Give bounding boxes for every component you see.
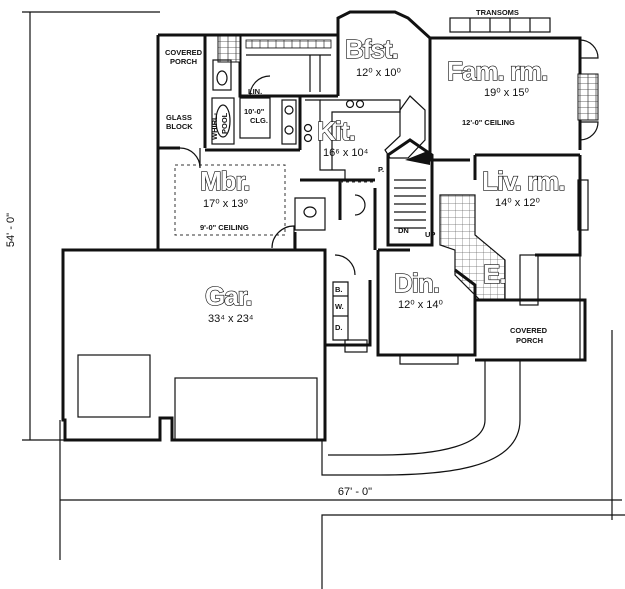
d-label: D. (335, 323, 343, 332)
ceiling-10-label-1: 10'-0" (244, 107, 265, 116)
whirlpool-label-1: WHIRL- (210, 112, 219, 140)
width-dimension: 67' - 0" (338, 486, 372, 498)
kit-size: 16⁶ x 10⁴ (323, 147, 369, 159)
width-dimension-line (59, 330, 622, 560)
fam-ceiling-label: 12'-0" CEILING (462, 118, 515, 127)
glass-block-label-2: BLOCK (166, 122, 193, 131)
gar-label: Gar. (205, 281, 252, 311)
din-label: Din. (394, 268, 439, 298)
bfst-label: Bfst. (345, 34, 398, 64)
driveway (321, 360, 521, 476)
rear-porch-label-2: PORCH (170, 57, 197, 66)
depth-dimension: 54' - 0" (5, 213, 17, 247)
depth-dimension-line (22, 11, 160, 441)
mbr-label: Mbr. (200, 166, 249, 196)
up-label: UP (425, 230, 435, 239)
family-room (430, 17, 599, 162)
pantry-label: P. (378, 165, 384, 174)
din-size: 12⁰ x 14⁰ (398, 299, 443, 311)
bfst-size: 12⁰ x 10⁰ (356, 67, 401, 79)
front-porch-label-2: PORCH (516, 336, 543, 345)
gar-size: 33⁴ x 23⁴ (208, 313, 254, 325)
stair (386, 138, 434, 247)
fam-size: 19⁰ x 15⁰ (484, 87, 529, 99)
kit-label: Kit. (317, 116, 355, 146)
w-label: W. (335, 302, 344, 311)
front-porch (475, 254, 587, 362)
garage (61, 248, 327, 442)
mbr-ceiling-label: 9'-0" CEILING (200, 223, 249, 232)
front-porch-label-1: COVERED (510, 326, 548, 335)
pantry-doors (354, 194, 366, 216)
laundry-area (323, 280, 372, 353)
b-label: B. (335, 285, 343, 294)
breakfast-kitchen (300, 10, 432, 250)
ceiling-10-label-2: CLG. (250, 116, 268, 125)
entry-label: E. (483, 259, 506, 289)
property-line (321, 514, 625, 589)
rear-porch-label-1: COVERED (165, 48, 203, 57)
liv-label: Liv. rm. (482, 166, 565, 196)
glass-block-label-1: GLASS (166, 113, 192, 122)
down-label: DN (398, 226, 409, 235)
linen-label: LIN. (248, 87, 262, 96)
mbr-size: 17⁰ x 13⁰ (203, 198, 248, 210)
fam-label: Fam. rm. (447, 56, 547, 86)
whirlpool-label-2: POOL (220, 112, 229, 134)
liv-size: 14⁰ x 12⁰ (495, 197, 540, 209)
transoms-label: TRANSOMS (476, 8, 519, 17)
master-bedroom (156, 146, 300, 252)
dining-room (334, 248, 477, 365)
